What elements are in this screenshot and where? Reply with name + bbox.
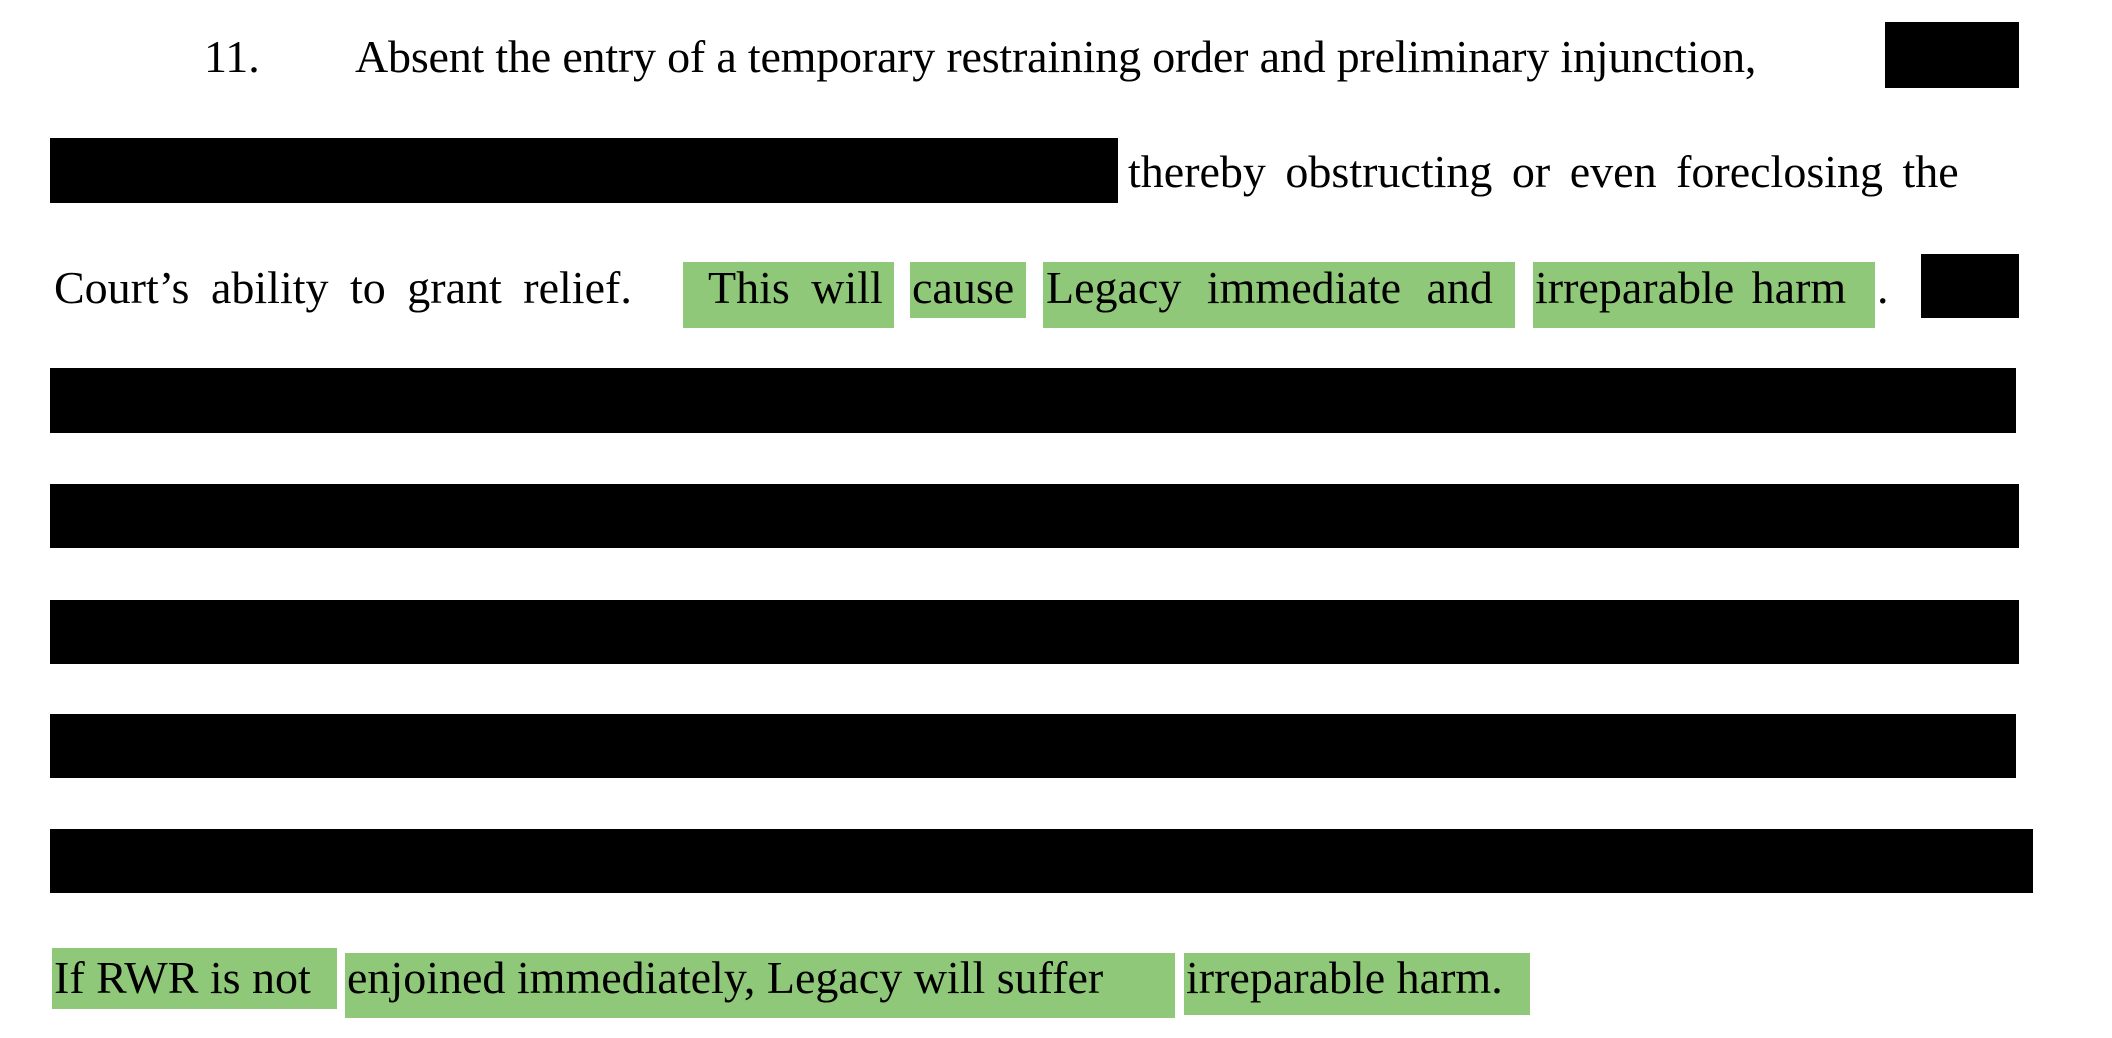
line-2-text: thereby obstructing or even foreclosing … bbox=[1128, 146, 1959, 197]
redaction-line bbox=[50, 600, 2019, 664]
redaction-line bbox=[50, 368, 2016, 433]
highlight bbox=[910, 262, 1026, 318]
highlighted-text: Legacy immediate and bbox=[1046, 262, 1493, 313]
redaction-line bbox=[50, 714, 2016, 778]
highlighted-text: irreparable harm bbox=[1535, 262, 1847, 313]
highlight bbox=[1184, 953, 1530, 1015]
highlight bbox=[345, 953, 1175, 1018]
redaction-block bbox=[1885, 22, 2019, 88]
highlight bbox=[52, 948, 337, 1009]
line-3-text: Court’s ability to grant relief. bbox=[54, 262, 632, 313]
highlighted-text: If RWR is not bbox=[54, 952, 311, 1003]
highlight bbox=[1533, 262, 1875, 328]
highlighted-text: This will bbox=[708, 262, 883, 313]
redaction-block bbox=[1921, 254, 2019, 318]
highlighted-text: cause bbox=[912, 262, 1015, 313]
paragraph-number: 11. bbox=[204, 31, 260, 82]
line-1-text: Absent the entry of a temporary restrain… bbox=[355, 31, 1757, 82]
line-3-period: . bbox=[1877, 262, 1889, 313]
highlight bbox=[683, 262, 894, 328]
redaction-block bbox=[50, 138, 1118, 203]
redaction-line bbox=[50, 829, 2033, 893]
highlighted-text: irreparable harm. bbox=[1186, 952, 1503, 1003]
highlight bbox=[1043, 262, 1515, 328]
highlighted-text: enjoined immediately, Legacy will suffer bbox=[347, 952, 1104, 1003]
redaction-line bbox=[50, 484, 2019, 548]
